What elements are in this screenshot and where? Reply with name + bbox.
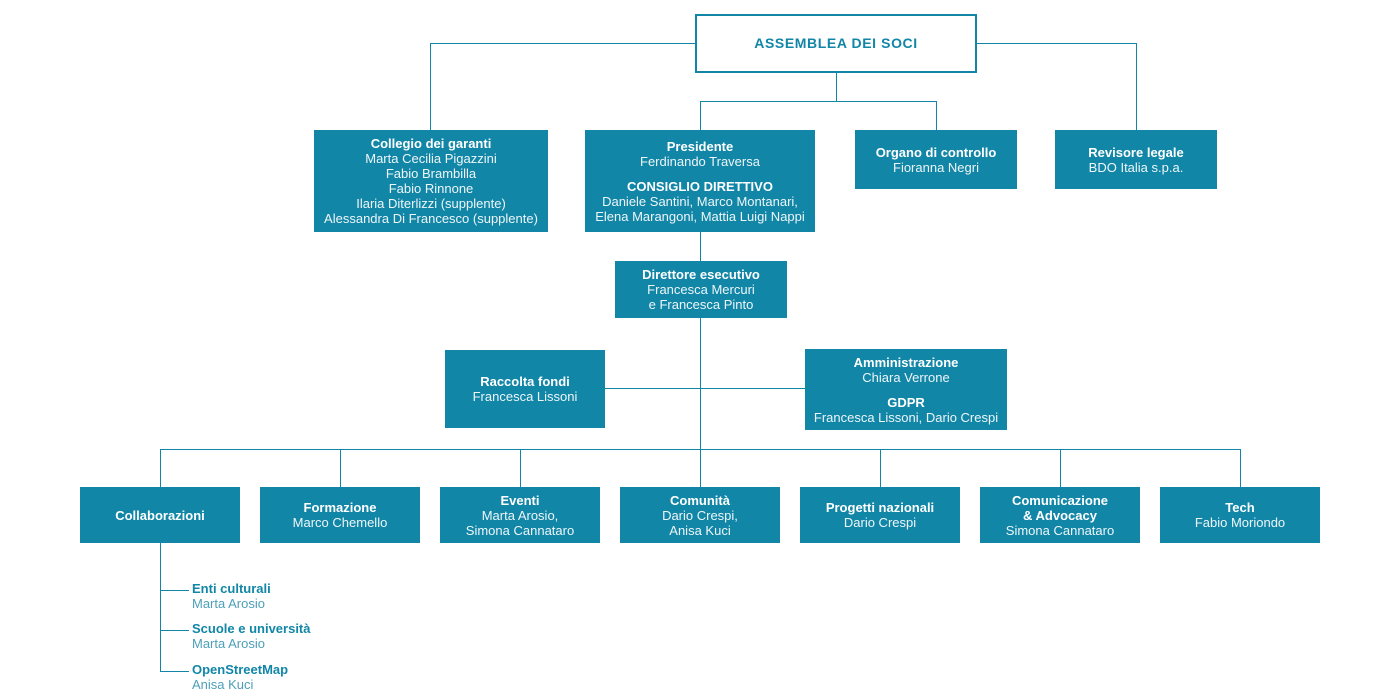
box-title: Direttore esecutivo [642, 267, 760, 282]
person-name: Francesca Lissoni [472, 389, 578, 404]
box-title: Collaborazioni [115, 507, 205, 523]
connector-line [700, 101, 701, 130]
person-name: Marta Arosio, [481, 507, 559, 523]
person-name: Anisa Kuci [192, 677, 254, 692]
box-title: Tech [1225, 500, 1255, 515]
connector-line [977, 43, 1136, 44]
section-gap [807, 385, 1005, 395]
box-title: GDPR [887, 394, 925, 410]
section-gap [587, 169, 813, 179]
connector-line [160, 449, 1241, 450]
connector-line [430, 43, 695, 44]
box-title: CONSIGLIO DIRETTIVO [627, 178, 773, 194]
org-box-collaborazioni: Collaborazioni [80, 487, 240, 543]
person-name: Marta Cecilia Pigazzini [365, 151, 497, 166]
connector-line [340, 449, 341, 487]
connector-line [880, 449, 881, 487]
connector-line [160, 630, 189, 631]
person-name: Marco Chemello [292, 515, 388, 530]
connector-line [836, 73, 837, 101]
person-name: Marta Arosio [192, 596, 265, 611]
person-name: Fabio Rinnone [388, 181, 474, 196]
person-name: Fioranna Negri [893, 159, 979, 175]
box-title: Collegio dei garanti [370, 136, 492, 151]
org-box-assemblea-dei-soci: ASSEMBLEA DEI SOCI [695, 14, 977, 73]
box-title: OpenStreetMap [192, 662, 289, 677]
person-name: Chiara Verrone [862, 369, 950, 385]
connector-line [520, 449, 521, 487]
person-name: Elena Marangoni, Mattia Luigi Nappi [595, 208, 805, 224]
connector-line [936, 101, 937, 130]
box-title: Enti culturali [192, 581, 271, 596]
person-name: Francesca Mercuri [647, 282, 755, 297]
connector-line [605, 388, 805, 389]
connector-line [1136, 43, 1137, 130]
connector-line [700, 232, 701, 261]
connector-line [160, 543, 161, 671]
connector-line [700, 101, 936, 102]
box-title: Revisore legale [1088, 144, 1184, 160]
person-name: Alessandra Di Francesco (supplente) [324, 211, 538, 226]
connector-line [1060, 449, 1061, 487]
person-name: Ferdinando Traversa [640, 153, 760, 169]
person-name: Ilaria Diterlizzi (supplente) [356, 196, 506, 211]
person-name: Fabio Moriondo [1194, 515, 1286, 530]
person-name: Dario Crespi, [662, 507, 738, 523]
box-title: Scuole e università [192, 621, 311, 636]
box-title: Comunicazione & Advocacy [1011, 492, 1109, 523]
person-name: Simona Cannataro [465, 522, 575, 538]
connector-line [160, 671, 189, 672]
person-name: e Francesca Pinto [648, 297, 754, 312]
person-name: Daniele Santini, Marco Montanari, [602, 193, 798, 209]
connector-line [160, 590, 189, 591]
connector-line [700, 318, 701, 487]
person-name: Dario Crespi [843, 515, 917, 530]
person-name: Marta Arosio [192, 636, 265, 651]
connector-line [1240, 449, 1241, 487]
box-title: Progetti nazionali [825, 500, 935, 515]
box-title: ASSEMBLEA DEI SOCI [754, 35, 918, 51]
box-title: Formazione [303, 500, 377, 515]
box-title: Raccolta fondi [480, 374, 570, 389]
box-title: Organo di controllo [875, 144, 997, 160]
box-title: Eventi [500, 492, 540, 508]
box-title: Comunità [670, 492, 730, 508]
person-name: BDO Italia s.p.a. [1088, 159, 1184, 175]
person-name: Francesca Lissoni, Dario Crespi [813, 409, 999, 425]
connector-line [430, 43, 431, 130]
person-name: Simona Cannataro [1005, 522, 1115, 538]
box-title: Presidente [666, 138, 734, 154]
box-title: Amministrazione [853, 354, 959, 370]
connector-line [160, 449, 161, 487]
person-name: Fabio Brambilla [385, 166, 477, 181]
person-name: Anisa Kuci [669, 522, 731, 538]
